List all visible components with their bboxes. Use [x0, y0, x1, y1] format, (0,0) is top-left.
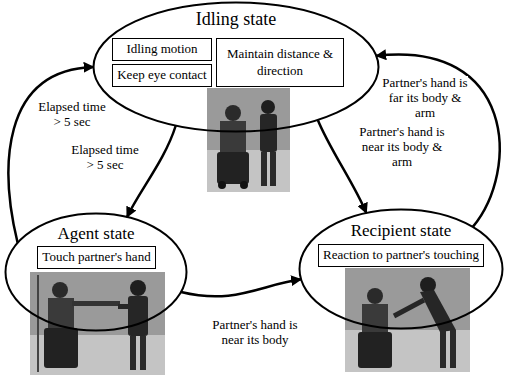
- person-leg: [261, 152, 267, 186]
- state-title: Agent state: [4, 224, 188, 244]
- robot-base: [358, 332, 392, 368]
- robot-head: [367, 288, 383, 304]
- action-box: Touch partner's hand: [37, 246, 156, 269]
- person-head: [130, 280, 146, 296]
- robot-head: [52, 282, 68, 298]
- person-body: [420, 290, 456, 332]
- person-body: [260, 114, 277, 152]
- box-text: Idling motion: [126, 41, 197, 57]
- robot-torso: [220, 121, 246, 152]
- robot-pole: [37, 275, 39, 372]
- person-leg: [130, 336, 136, 370]
- state-title: Idling state: [92, 9, 380, 30]
- robot-base: [44, 328, 78, 368]
- person-leg: [440, 330, 446, 368]
- action-box: Idling motion: [112, 38, 212, 61]
- state-ellipse: Recipient stateReaction to partner's tou…: [298, 208, 504, 330]
- action-box: Keep eye contact: [112, 64, 212, 87]
- person-arm: [118, 304, 130, 309]
- box-text: Keep eye contact: [117, 67, 207, 83]
- photo-background: [207, 88, 290, 192]
- person-leg: [140, 336, 146, 370]
- robot-head: [225, 105, 241, 121]
- box-text: Touch partner's hand: [42, 249, 150, 265]
- state-ellipse: Idling stateIdling motionKeep eye contac…: [92, 1, 380, 133]
- transition-label: Partner's hand is near its body: [200, 318, 310, 348]
- person-arm: [394, 300, 424, 316]
- transition-label: Elapsed time > 5 sec: [66, 143, 144, 173]
- state-title: Recipient state: [298, 221, 504, 241]
- person-head: [261, 100, 275, 114]
- photo-floor: [207, 150, 290, 192]
- robot-wheel: [240, 181, 248, 189]
- transition-label: Elapsed time > 5 sec: [34, 100, 110, 130]
- transition-label: Partner's hand is near its body & arm: [352, 125, 452, 170]
- state-ellipse: Agent stateTouch partner's hand: [4, 212, 188, 332]
- box-text: Maintain distance & direction: [221, 46, 339, 79]
- photo-floor: [345, 330, 470, 372]
- person-leg: [450, 330, 456, 368]
- person-leg: [270, 152, 276, 186]
- robot-base: [217, 152, 249, 184]
- transition-label: Partner's hand is far its body & arm: [382, 76, 468, 121]
- person-body: [128, 296, 148, 336]
- transition-arrow: [181, 279, 301, 296]
- robot-wheel: [218, 181, 226, 189]
- idling-photo: [207, 88, 290, 192]
- robot-arm: [72, 301, 120, 306]
- action-box: Maintain distance & direction: [216, 38, 344, 87]
- box-text: Reaction to partner's touching: [323, 247, 479, 263]
- action-box: Reaction to partner's touching: [318, 244, 484, 267]
